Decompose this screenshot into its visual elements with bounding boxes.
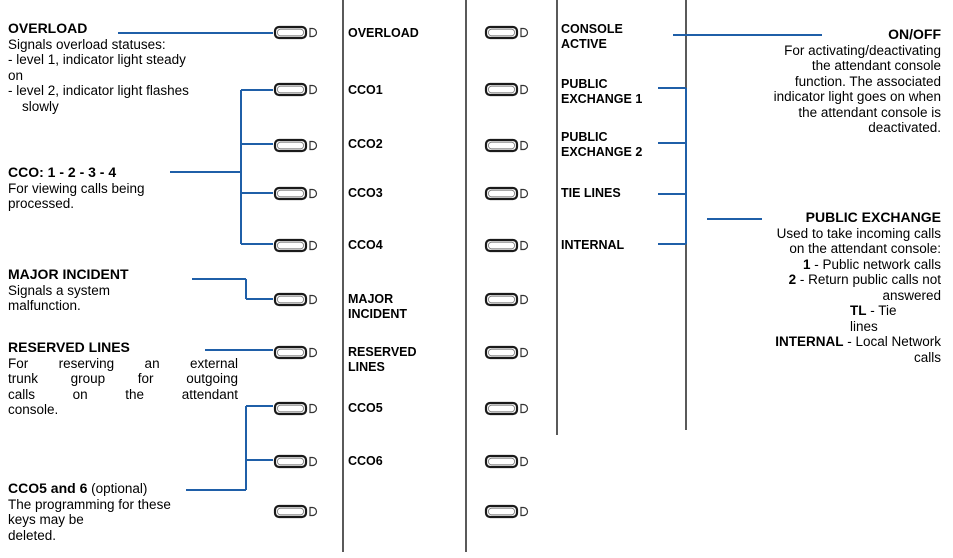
key-label-public-exchange-2: PUBLIC EXCHANGE 2 [561,130,643,159]
overload-title: OVERLOAD [8,20,88,36]
reserved-lines-description: RESERVED LINES For reserving an external… [8,339,238,418]
public-exchange-internal: INTERNAL - Local Network [700,334,941,350]
tl-text: - Tie [866,303,897,318]
key-label-cco5: CCO5 [348,401,383,415]
major-incident-title: MAJOR INCIDENT [8,266,129,282]
key-label-console-active: CONSOLE ACTIVE [561,22,623,51]
public-exchange-line: on the attendant console: [789,241,941,256]
onoff-line: function. The associated [794,73,941,89]
public-exchange-item-2: 2 - Return public calls not [700,272,941,288]
cco56-line: deleted. [8,527,57,543]
onoff-line: For activating/deactivating [784,42,941,58]
reserved-lines-line: For reserving an external [8,355,238,371]
reserved-lines-title: RESERVED LINES [8,339,130,355]
major-incident-line: malfunction. [8,298,81,313]
public-exchange-tl-cont: lines [850,318,878,334]
reserved-lines-line: console. [8,402,59,417]
key-label-tie-lines: TIE LINES [561,186,621,200]
key-label-cco1: CCO1 [348,83,383,97]
key-label-cco4: CCO4 [348,238,383,252]
reserved-lines-line: trunk group for outgoing [8,371,238,386]
public-exchange-answered: answered [882,287,941,303]
public-exchange-title: PUBLIC EXCHANGE [805,209,941,225]
key-label-reserved-lines: RESERVED LINES [348,345,417,374]
key-label-overload: OVERLOAD [348,26,419,40]
leader-lines [118,32,822,491]
onoff-title: ON/OFF [888,26,941,42]
overload-line: - level 1, indicator light steady [8,52,186,67]
major-incident-description: MAJOR INCIDENT Signals a system malfunct… [8,266,208,314]
public-exchange-tl: TL - Tie [700,303,941,319]
key-label-internal: INTERNAL [561,238,625,252]
major-incident-line: Signals a system [8,282,111,298]
cco56-description: CCO5 and 6 (optional) The programming fo… [8,480,243,543]
overload-line: on [8,67,24,83]
key-label-major-incident: MAJOR INCIDENT [348,292,408,321]
onoff-line: deactivated. [868,120,941,135]
onoff-line: the attendant console is [798,104,941,120]
cco56-line: keys may be [8,512,84,527]
tl-key: TL [850,303,867,318]
right-key-icons [484,25,529,519]
cco56-title-suffix: (optional) [87,481,148,496]
cco-line: processed. [8,196,75,211]
onoff-description: ON/OFF For activating/deactivating the a… [690,26,941,136]
cco56-line: The programming for these [8,496,171,512]
reserved-lines-line: calls on the attendant [8,386,238,402]
key-label-public-exchange-1: PUBLIC EXCHANGE 1 [561,77,643,106]
item-key: 1 [802,256,811,272]
item-text: - Return public calls not [796,272,941,287]
public-exchange-item-1: 1 - Public network calls [700,257,941,273]
left-key-icons [273,25,318,519]
public-exchange-description: PUBLIC EXCHANGE Used to take incoming ca… [700,209,941,365]
internal-key: INTERNAL [775,334,844,349]
key-label-cco3: CCO3 [348,186,383,200]
item-text: - Public network calls [810,256,941,272]
onoff-line: the attendant console [811,58,941,73]
cco56-title: CCO5 and 6 [8,480,88,496]
overload-description: OVERLOAD Signals overload statuses: - le… [8,20,243,114]
overload-line: Signals overload statuses: [8,36,166,52]
public-exchange-internal-cont: calls [913,349,941,365]
overload-line: - level 2, indicator light flashes [8,83,189,98]
internal-text: - Local Network [843,334,941,349]
cco-description: CCO: 1 - 2 - 3 - 4 For viewing calls bei… [8,164,208,212]
overload-line: slowly [22,98,59,114]
cco-line: For viewing calls being [8,180,145,196]
item-key: 2 [788,272,797,287]
onoff-line: indicator light goes on when [773,89,941,104]
cco-title: CCO: 1 - 2 - 3 - 4 [8,164,117,180]
key-label-cco6: CCO6 [348,454,383,468]
public-exchange-line: Used to take incoming calls [776,225,941,241]
key-label-cco2: CCO2 [348,137,383,151]
